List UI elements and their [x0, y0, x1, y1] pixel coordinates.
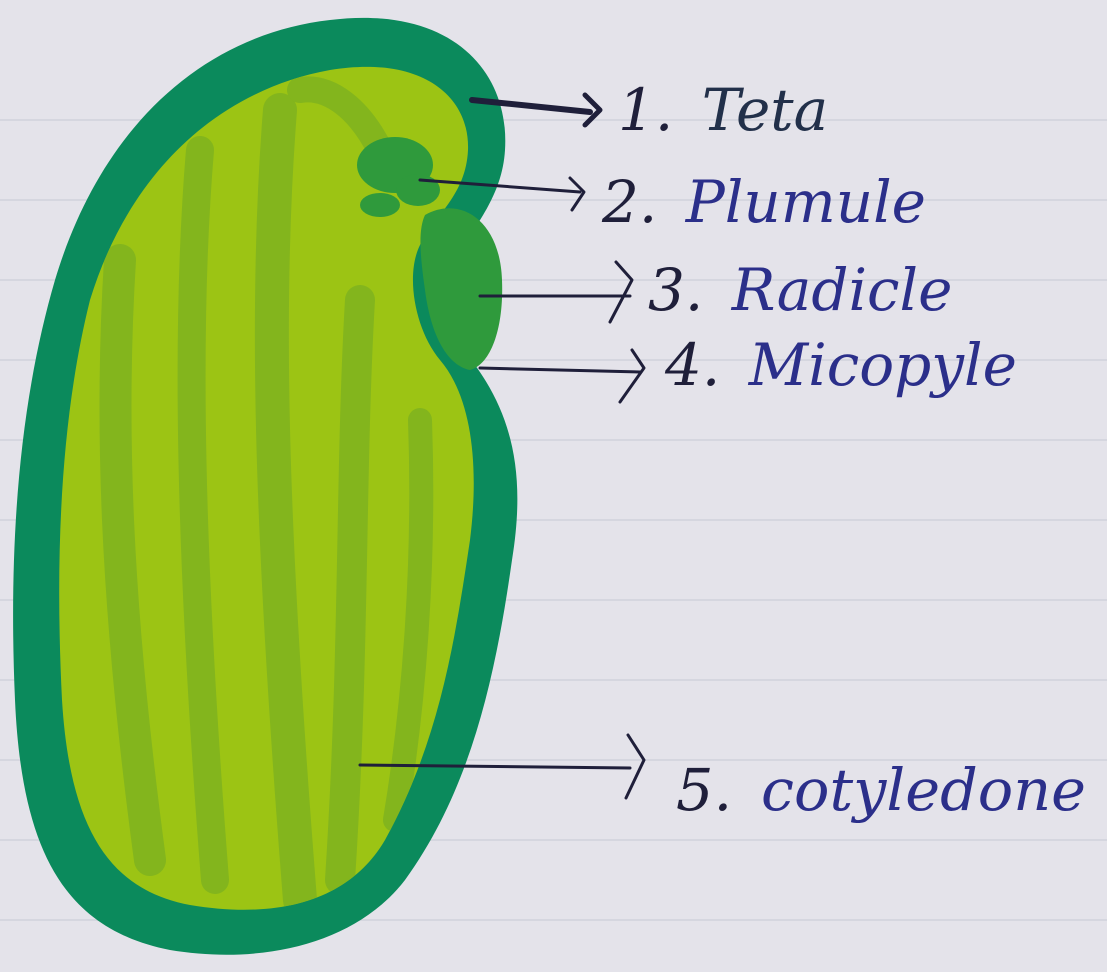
label-testa-text: Teta — [702, 76, 828, 144]
label-micropyle-number: 4. — [664, 331, 720, 399]
label-plumule: 2. Plumule — [601, 168, 926, 236]
pointer-radicle — [480, 262, 632, 322]
label-testa-number: 1. — [618, 76, 673, 144]
labels: 1. Teta 2. Plumule 3. Radicle 4. Micopyl… — [601, 76, 1086, 824]
label-cotyledon-number: 5. — [676, 756, 732, 824]
label-micropyle-text: Micopyle — [748, 331, 1017, 399]
pointer-micropyle — [480, 350, 644, 402]
label-testa: 1. Teta — [618, 76, 828, 144]
label-cotyledon-text: cotyledone — [761, 756, 1086, 824]
label-radicle-number: 3. — [648, 256, 703, 324]
label-radicle-text: Radicle — [731, 256, 953, 324]
label-micropyle: 4. Micopyle — [664, 331, 1017, 399]
label-radicle: 3. Radicle — [648, 256, 952, 324]
label-cotyledon: 5. cotyledone — [676, 756, 1086, 824]
label-plumule-text: Plumule — [685, 168, 926, 236]
label-plumule-number: 2. — [601, 168, 657, 236]
